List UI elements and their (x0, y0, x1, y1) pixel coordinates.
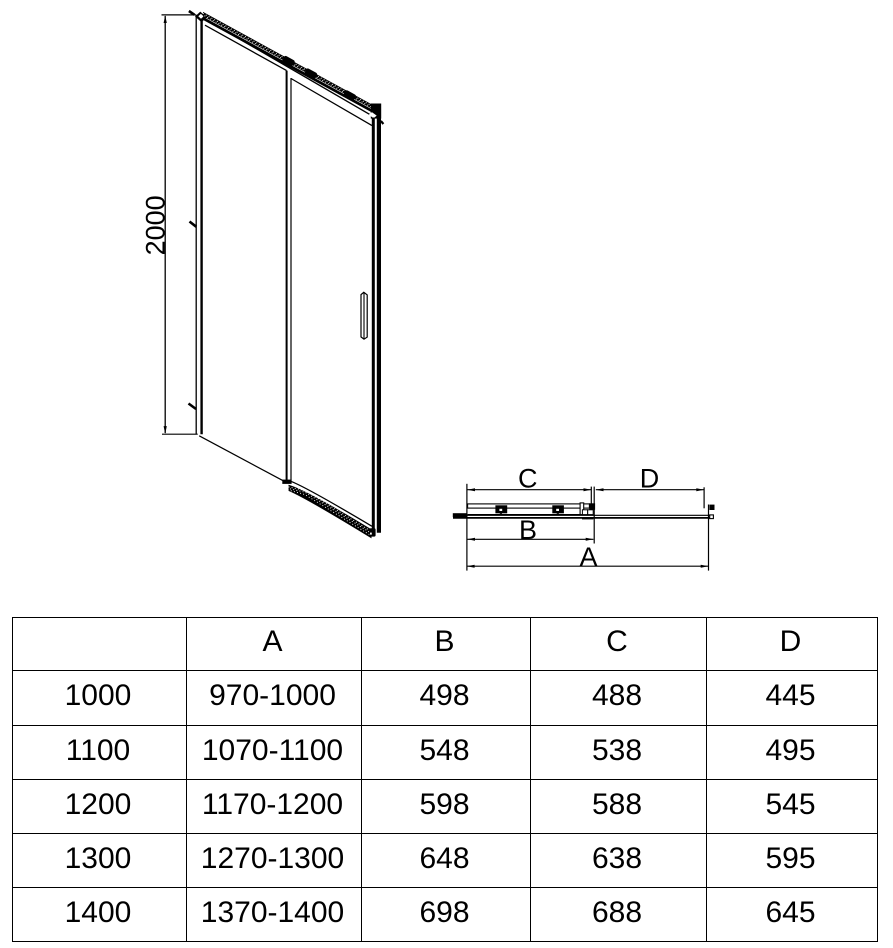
svg-text:B: B (519, 515, 537, 545)
svg-text:2000: 2000 (140, 195, 170, 255)
svg-text:A: A (579, 542, 597, 572)
svg-text:C: C (518, 463, 538, 493)
svg-text:D: D (640, 463, 660, 493)
